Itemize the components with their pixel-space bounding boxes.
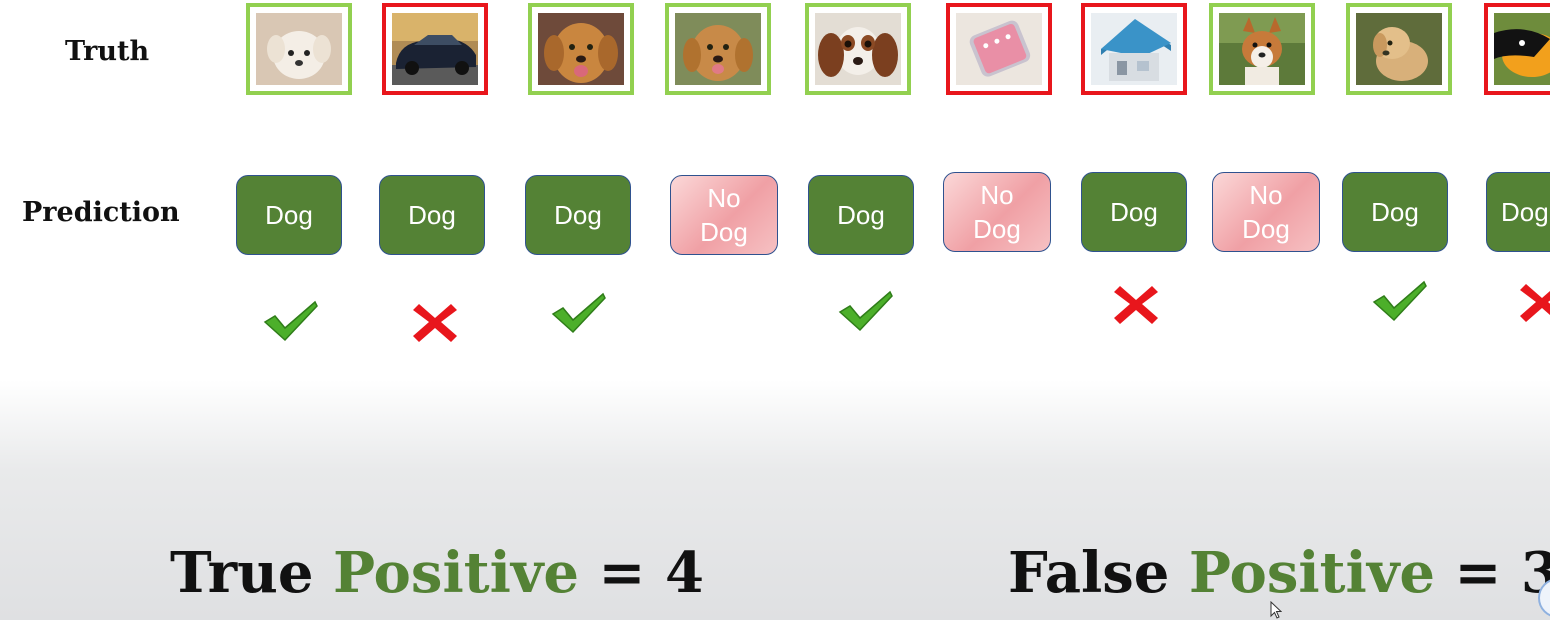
truth-image-house [1081, 3, 1187, 95]
check-mark-icon [1372, 280, 1427, 322]
cross-mark-icon [413, 304, 457, 342]
false-positive-summary: False Positive = 3 [1008, 540, 1550, 606]
prediction-dog-box: Dog [808, 175, 914, 255]
true-positive-count: = 4 [598, 540, 704, 606]
prediction-dog-box: Dog [525, 175, 631, 255]
truth-image-white-puppy [246, 3, 352, 95]
prediction-row-label: Prediction [22, 197, 180, 228]
truth-image-corgi [1209, 3, 1315, 95]
false-positive-word-false: False [1008, 540, 1170, 606]
truth-image-golden-retriever [528, 3, 634, 95]
truth-image-black-car [382, 3, 488, 95]
truth-image-smartphone [946, 3, 1052, 95]
truth-image-golden-retriever [665, 3, 771, 95]
true-positive-summary: True Positive = 4 [170, 540, 704, 606]
check-mark-icon [263, 300, 318, 342]
truth-image-puppy [1346, 3, 1452, 95]
false-positive-word-positive: Positive [1188, 540, 1435, 606]
prediction-dog-box: Dog [1081, 172, 1187, 252]
check-mark-icon [551, 292, 606, 334]
prediction-dog-box: Dog [1342, 172, 1448, 252]
truth-row-label: Truth [65, 36, 150, 67]
true-positive-word-positive: Positive [332, 540, 580, 606]
cross-mark-icon [1114, 286, 1158, 324]
check-mark-icon [838, 290, 893, 332]
false-positive-count: = 3 [1454, 540, 1550, 606]
cross-mark-icon [1520, 284, 1550, 322]
prediction-no-dog-box: No Dog [670, 175, 778, 255]
truth-image-spaniel [805, 3, 911, 95]
prediction-dog-box: Dog [1486, 172, 1550, 252]
true-positive-word-true: True [170, 540, 314, 606]
prediction-dog-box: Dog [236, 175, 342, 255]
truth-image-bird [1484, 3, 1550, 95]
prediction-no-dog-box: No Dog [943, 172, 1051, 252]
mouse-cursor-icon [1270, 601, 1282, 619]
prediction-no-dog-box: No Dog [1212, 172, 1320, 252]
prediction-dog-box: Dog [379, 175, 485, 255]
